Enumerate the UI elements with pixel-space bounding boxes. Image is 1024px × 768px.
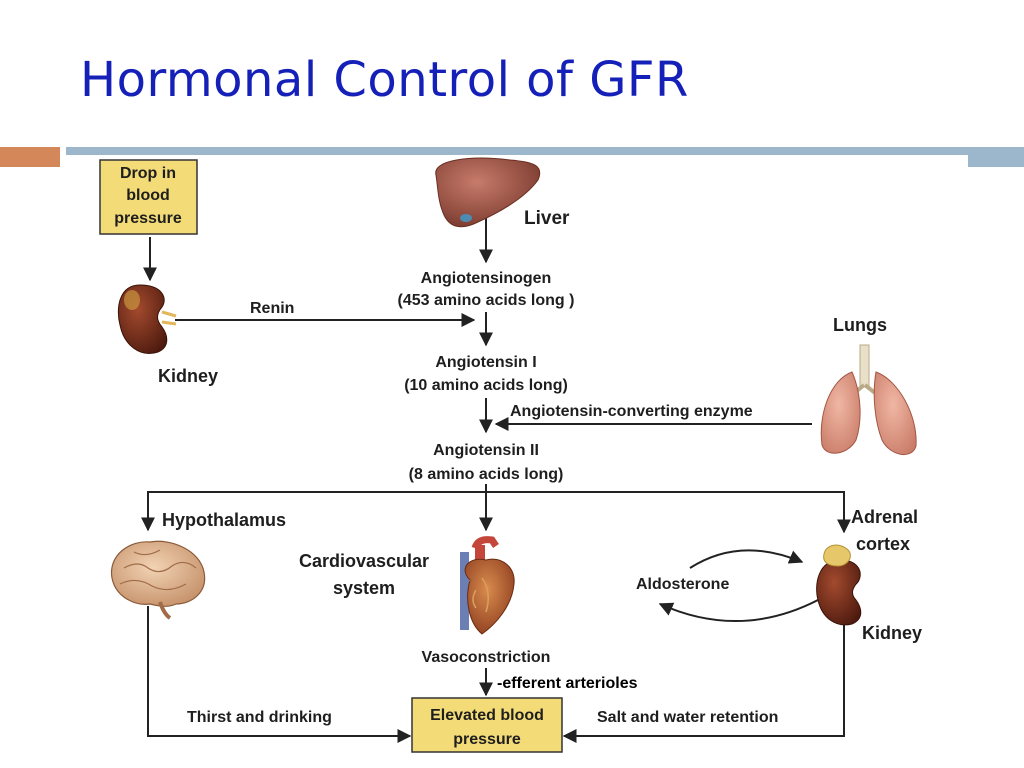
arrow-to-adrenal (486, 491, 851, 534)
kidney-left-label: Kidney (158, 366, 218, 386)
ace-label: Angiotensin-converting enzyme (510, 403, 753, 420)
liver-icon (435, 157, 541, 228)
arrow-to-hypothalamus (141, 484, 487, 532)
result-line-2: pressure (453, 731, 521, 748)
adrenal-label-1: Adrenal (851, 507, 918, 527)
heart-icon (460, 536, 515, 635)
efferent-label: -efferent arterioles (497, 675, 638, 692)
connectors (141, 198, 851, 743)
trigger-line-3: pressure (114, 210, 182, 227)
lungs-label: Lungs (833, 315, 887, 335)
trigger-box: Drop in blood pressure (99, 159, 198, 235)
slide-title: Hormonal Control of GFR (80, 52, 689, 108)
vasoconstriction-label: Vasoconstriction (422, 649, 551, 666)
accent-bar-orange (0, 147, 60, 167)
accent-bar-blue-right (968, 147, 1024, 167)
adrenal-label-2: cortex (856, 534, 910, 554)
angiotensin-2-length: (8 amino acids long) (409, 466, 564, 483)
kidney-right-label: Kidney (862, 623, 922, 643)
arrow-aldosterone-top (689, 549, 804, 569)
adrenal-kidney-icon (816, 544, 862, 626)
arrow-salt-water (562, 625, 845, 743)
trigger-line-2: blood (126, 187, 170, 204)
result-line-1: Elevated blood (430, 707, 544, 724)
angiotensinogen-length: (453 amino acids long ) (398, 292, 575, 309)
angiotensinogen-label: Angiotensinogen (421, 270, 552, 287)
brain-icon (110, 540, 206, 620)
kidney-icon (117, 284, 177, 354)
cardiovascular-label-2: system (333, 578, 395, 598)
accent-bar-blue-thin (66, 147, 968, 155)
arrow-aldosterone-bottom (658, 599, 819, 622)
liver-label: Liver (524, 208, 570, 229)
hypothalamus-label: Hypothalamus (162, 510, 286, 530)
salt-water-label: Salt and water retention (597, 709, 778, 726)
renin-label: Renin (250, 300, 294, 317)
lungs-icon (820, 344, 917, 455)
thirst-label: Thirst and drinking (187, 709, 332, 726)
angiotensin-2-label: Angiotensin II (433, 442, 539, 459)
trigger-line-1: Drop in (120, 165, 176, 182)
result-box: Elevated blood pressure (411, 697, 563, 753)
angiotensin-1-length: (10 amino acids long) (404, 377, 568, 394)
arrow-thirst (147, 606, 412, 743)
cardiovascular-label-1: Cardiovascular (299, 551, 429, 571)
aldosterone-label: Aldosterone (636, 576, 729, 593)
angiotensin-1-label: Angiotensin I (435, 354, 536, 371)
